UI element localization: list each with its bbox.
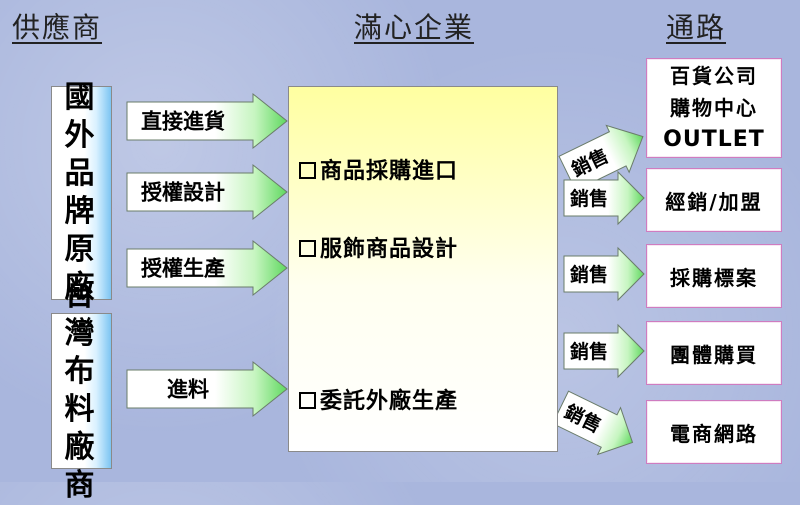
arrow-licensed-production-shape [126, 239, 288, 297]
supplier-taiwan-line-2: 布料 [64, 354, 99, 427]
arrow-sales-tender: 銷售 [563, 246, 645, 302]
arrow-licensed-design-label: 授權設計 [141, 181, 225, 205]
arrow-direct-purchase-shape [126, 92, 288, 150]
supplier-taiwan-line-3: 廠商 [64, 430, 99, 503]
channel-1-line-3: OUTLET [663, 127, 765, 152]
arrow-sales-distribution: 銷售 [563, 170, 645, 226]
channel-department-store: 百貨公司 購物中心 OUTLET [646, 58, 782, 158]
checkbox-icon [299, 391, 316, 409]
supplier-foreign-line-1: 國外 [64, 80, 99, 153]
arrow-licensed-production-label: 授權生產 [141, 257, 225, 281]
arrow-direct-purchase: 直接進貨 [126, 92, 288, 150]
channel-1-line-1: 百貨公司 [670, 64, 758, 88]
center-item-import: 商品採購進口 [299, 153, 458, 185]
arrow-sales-tender-shape [563, 246, 645, 302]
arrow-direct-purchase-label: 直接進貨 [141, 110, 225, 134]
center-item-design: 服飾商品設計 [299, 231, 458, 263]
supplier-foreign-line-3: 原廠 [64, 232, 99, 305]
supplier-taiwan-line-1: 台灣 [64, 278, 99, 351]
supplier-taiwan-fabric-label: 台灣 布料 廠商 [52, 277, 111, 505]
channel-3-label: 採購標案 [670, 265, 758, 290]
supplier-foreign-line-2: 品牌 [64, 156, 99, 229]
supplier-taiwan-fabric: 台灣 布料 廠商 [51, 278, 112, 503]
channel-ecommerce: 電商網路 [646, 400, 782, 464]
center-item-outsource: 委託外廠生產 [299, 383, 458, 415]
arrow-material-supply-shape [126, 360, 288, 418]
header-company: 滿心企業 [354, 11, 475, 44]
center-item-import-label: 商品採購進口 [320, 159, 459, 184]
arrow-sales-group-label: 銷售 [570, 340, 608, 363]
channel-1-line-2: 購物中心 [670, 96, 758, 120]
channel-4-label: 團體購買 [670, 342, 758, 367]
arrow-licensed-production: 授權生產 [126, 239, 288, 297]
center-item-outsource-label: 委託外廠生產 [320, 389, 459, 414]
center-item-design-label: 服飾商品設計 [320, 237, 459, 262]
arrow-material-supply-label: 進料 [167, 378, 209, 402]
arrow-sales-group-shape [563, 323, 645, 379]
arrow-sales-tender-label: 銷售 [570, 263, 608, 286]
channel-group-purchase: 團體購買 [646, 321, 782, 385]
header-suppliers: 供應商 [12, 11, 103, 44]
supplier-foreign-brands: 國外 品牌 原廠 [51, 80, 112, 305]
arrow-sales-distribution-label: 銷售 [570, 187, 608, 210]
channel-2-label: 經銷/加盟 [665, 189, 763, 214]
arrow-licensed-design: 授權設計 [126, 163, 288, 221]
arrow-sales-ecommerce-shape [552, 390, 634, 456]
arrow-licensed-design-shape [126, 163, 288, 221]
supplier-foreign-brands-label: 國外 品牌 原廠 [52, 79, 111, 307]
channel-distribution-franchise: 經銷/加盟 [646, 168, 782, 232]
channel-procurement-tender: 採購標案 [646, 244, 782, 308]
arrow-sales-distribution-shape [563, 170, 645, 226]
arrow-sales-group: 銷售 [563, 323, 645, 379]
header-channels: 通路 [666, 11, 727, 44]
checkbox-icon [299, 239, 316, 257]
arrow-material-supply: 進料 [126, 360, 288, 418]
arrow-sales-ecommerce: 銷售 [552, 390, 634, 456]
channel-5-label: 電商網路 [670, 421, 758, 446]
company-box: 商品採購進口 服飾商品設計 委託外廠生產 [288, 86, 558, 452]
checkbox-icon [299, 161, 316, 179]
